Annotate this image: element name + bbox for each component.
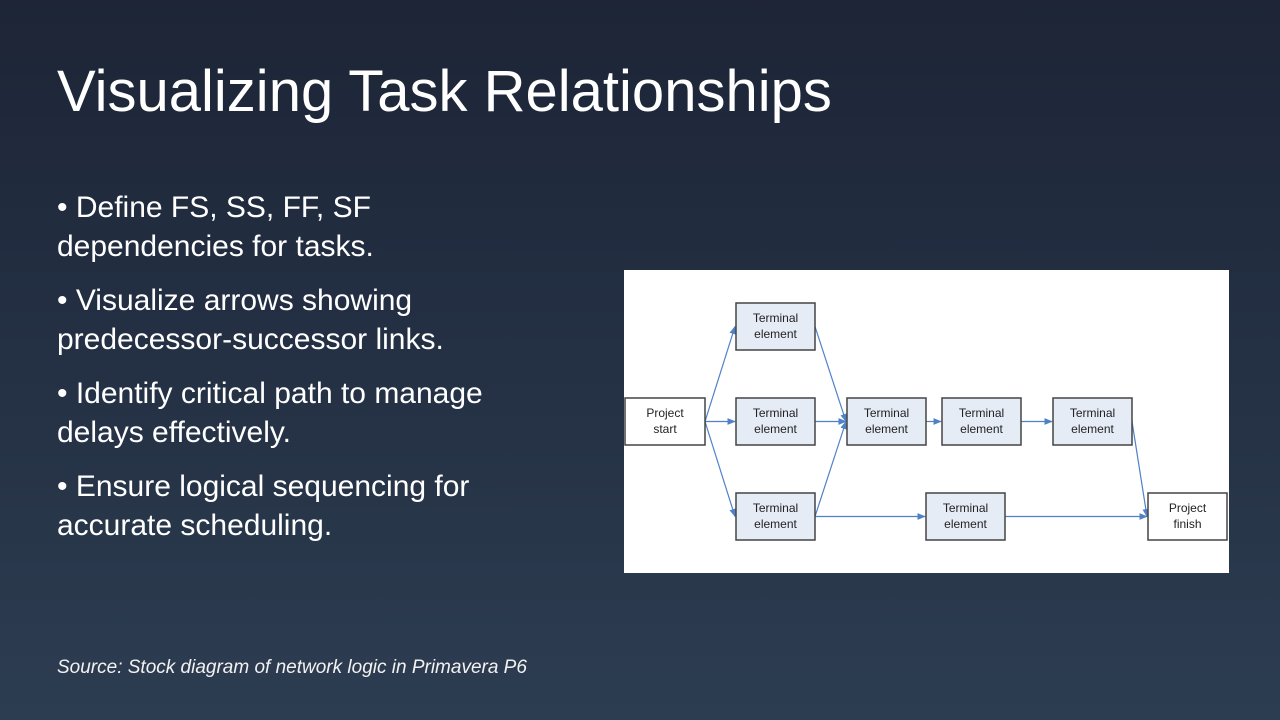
activity-node-c2: Terminal element <box>925 492 1006 541</box>
node-label-line1: Project <box>646 406 684 420</box>
node-label-line2: element <box>865 422 908 436</box>
node-box <box>941 397 1022 446</box>
activity-node-d1: Terminal element <box>1052 397 1133 446</box>
node-label-line2: element <box>754 517 797 531</box>
node-box <box>735 492 816 541</box>
milestone-node-finish: Project finish <box>1147 492 1228 541</box>
node-label-line2: element <box>960 422 1003 436</box>
node-label-line2: finish <box>1173 517 1201 531</box>
bullet-item: • Visualize arrows showing predecessor-s… <box>57 284 444 356</box>
node-box <box>846 397 927 446</box>
node-box <box>735 397 816 446</box>
milestone-node-start: Project start <box>624 397 706 446</box>
activity-node-c1: Terminal element <box>941 397 1022 446</box>
activity-node-b1: Terminal element <box>846 397 927 446</box>
node-label-line1: Terminal <box>1070 406 1115 420</box>
node-label-line2: element <box>1071 422 1114 436</box>
bullet-item: • Define FS, SS, FF, SF dependencies for… <box>57 191 374 263</box>
activity-node-a1: Terminal element <box>735 302 816 351</box>
node-label-line2: element <box>944 517 987 531</box>
source-caption: Source: Stock diagram of network logic i… <box>57 657 527 678</box>
activity-node-a2: Terminal element <box>735 397 816 446</box>
dependency-arrow-d1-to-finish <box>1131 421 1150 518</box>
bullet-item: • Ensure logical sequencing for accurate… <box>57 470 470 542</box>
node-box <box>925 492 1006 541</box>
node-label-line1: Terminal <box>753 311 798 325</box>
node-label-line1: Terminal <box>959 406 1004 420</box>
node-label-line2: element <box>754 327 797 341</box>
node-label-line2: element <box>754 422 797 436</box>
node-label-line1: Terminal <box>943 501 988 515</box>
edges-layer <box>704 325 1150 520</box>
node-label-line1: Terminal <box>753 501 798 515</box>
node-box <box>1147 492 1228 541</box>
dependency-arrow-a3-to-b1 <box>814 420 847 517</box>
nodes-layer: ProjectstartTerminalelementTerminaleleme… <box>624 302 1228 541</box>
node-label-line1: Project <box>1169 501 1207 515</box>
bullet-item: • Identify critical path to manage delay… <box>57 377 483 449</box>
network-diagram-canvas: ProjectstartTerminalelementTerminaleleme… <box>624 302 1228 541</box>
node-box <box>735 302 816 351</box>
node-label-line2: start <box>653 422 677 436</box>
node-label-line1: Terminal <box>753 406 798 420</box>
dependency-arrow-start-to-a1 <box>704 325 736 422</box>
dependency-arrow-start-to-a3 <box>704 421 736 518</box>
activity-node-a3: Terminal element <box>735 492 816 541</box>
bullet-list: • Define FS, SS, FF, SF dependencies for… <box>57 188 537 560</box>
dependency-arrow-a1-to-b1 <box>814 326 847 423</box>
node-label-line1: Terminal <box>864 406 909 420</box>
slide-title: Visualizing Task Relationships <box>57 59 832 124</box>
node-box <box>624 397 706 446</box>
node-box <box>1052 397 1133 446</box>
